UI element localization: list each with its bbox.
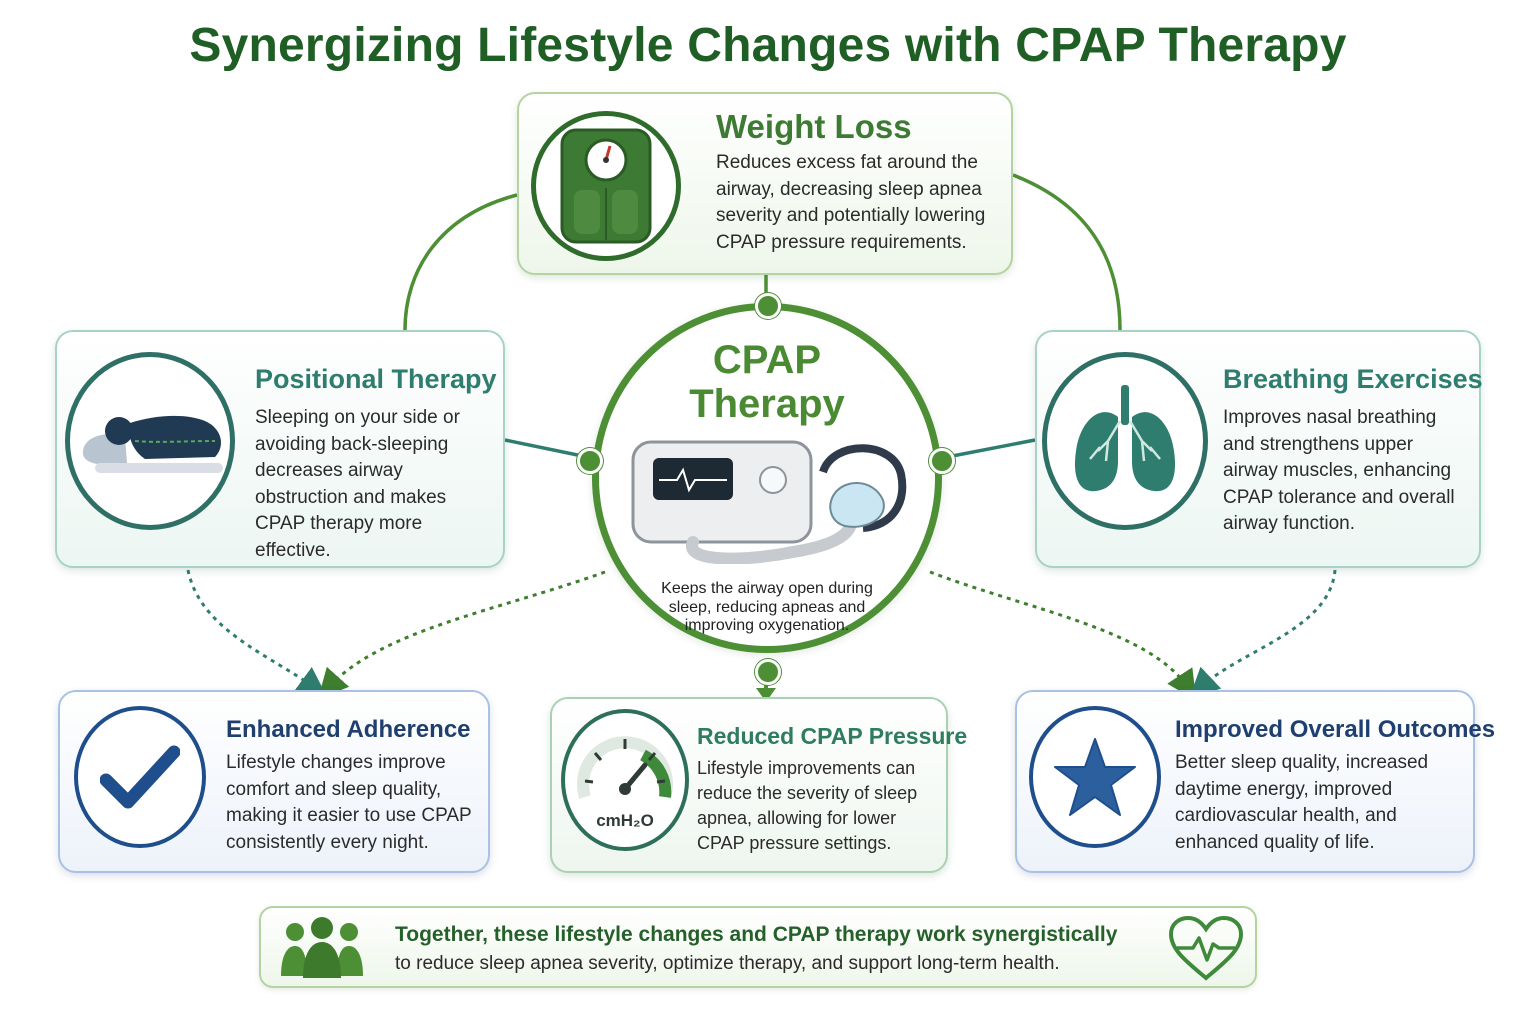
reduced-pressure-text: Lifestyle improvements can reduce the se… bbox=[697, 758, 918, 853]
arc-left bbox=[403, 193, 518, 331]
positional-therapy-icon-circle bbox=[65, 352, 235, 530]
page-title: Synergizing Lifestyle Changes with CPAP … bbox=[189, 19, 1347, 72]
breathing-exercises-title: Breathing Exercises bbox=[1223, 364, 1483, 394]
lungs-icon bbox=[1074, 385, 1176, 492]
group-people-icon bbox=[281, 917, 363, 978]
center-knob-left bbox=[577, 448, 603, 474]
pressure-gauge-icon bbox=[577, 736, 673, 799]
arrowhead-center-pressure bbox=[756, 688, 776, 702]
arrow-center-adherence bbox=[317, 570, 606, 700]
center-knob-bottom bbox=[755, 659, 781, 685]
breathing-exercises-card: Breathing Exercises Improves nasal breat… bbox=[1035, 330, 1483, 568]
improved-outcomes-card: Improved Overall Outcomes Better sleep q… bbox=[1015, 690, 1495, 873]
breathing-exercises-text: Improves nasal breathing and strengthens… bbox=[1223, 407, 1455, 534]
line-breathing-center bbox=[941, 438, 1036, 460]
heart-pulse-icon bbox=[1168, 916, 1244, 981]
positional-therapy-title: Positional Therapy bbox=[255, 364, 497, 394]
cpap-title-line1: CPAP bbox=[712, 338, 822, 382]
weight-loss-icon-circle bbox=[531, 111, 681, 261]
star-icon bbox=[1054, 738, 1136, 816]
reduced-pressure-icon-circle: cmH₂O bbox=[561, 709, 689, 851]
enhanced-adherence-title: Enhanced Adherence bbox=[226, 716, 471, 743]
positional-therapy-card: Positional Therapy Sleeping on your side… bbox=[55, 330, 505, 568]
enhanced-adherence-text: Lifestyle changes improve comfort and sl… bbox=[226, 752, 472, 853]
checkmark-icon bbox=[100, 745, 180, 809]
arrow-breathing-outcomes bbox=[1189, 569, 1337, 699]
center-knob-right bbox=[929, 448, 955, 474]
cpap-machine-icon bbox=[631, 440, 907, 564]
reduced-pressure-title: Reduced CPAP Pressure bbox=[697, 723, 968, 749]
weight-loss-text: Reduces excess fat around the airway, de… bbox=[716, 152, 986, 253]
improved-outcomes-title: Improved Overall Outcomes bbox=[1175, 716, 1496, 743]
gauge-unit-label: cmH₂O bbox=[596, 811, 654, 830]
enhanced-adherence-icon-circle bbox=[74, 706, 206, 848]
summary-banner: Together, these lifestyle changes and CP… bbox=[259, 906, 1257, 988]
cpap-title-line2: Therapy bbox=[689, 382, 845, 426]
cpap-description: Keeps the airway open during sleep, redu… bbox=[661, 580, 873, 634]
arrow-positional-adherence bbox=[186, 569, 328, 697]
arrow-center-outcomes bbox=[929, 570, 1197, 701]
cpap-therapy-circle: CPAP Therapy Keeps the airway open durin… bbox=[592, 303, 942, 653]
summary-line2: to reduce sleep apnea severity, optimize… bbox=[395, 953, 1060, 974]
improved-outcomes-text: Better sleep quality, increased daytime … bbox=[1175, 752, 1429, 853]
improved-outcomes-icon-circle bbox=[1029, 706, 1161, 848]
enhanced-adherence-card: Enhanced Adherence Lifestyle changes imp… bbox=[58, 690, 490, 873]
positional-therapy-text: Sleeping on your side or avoiding back-s… bbox=[255, 407, 460, 561]
side-sleeper-icon bbox=[82, 415, 223, 473]
reduced-pressure-card: cmH₂O Reduced CPAP Pressure Lifestyle im… bbox=[550, 697, 967, 873]
arc-right bbox=[1012, 173, 1122, 331]
weight-loss-card: Weight Loss Reduces excess fat around th… bbox=[517, 92, 1013, 275]
weight-loss-title: Weight Loss bbox=[716, 108, 912, 145]
summary-line1: Together, these lifestyle changes and CP… bbox=[395, 923, 1118, 946]
center-knob-top bbox=[755, 293, 781, 319]
breathing-exercises-icon-circle bbox=[1042, 352, 1208, 530]
bathroom-scale-icon bbox=[560, 128, 652, 244]
